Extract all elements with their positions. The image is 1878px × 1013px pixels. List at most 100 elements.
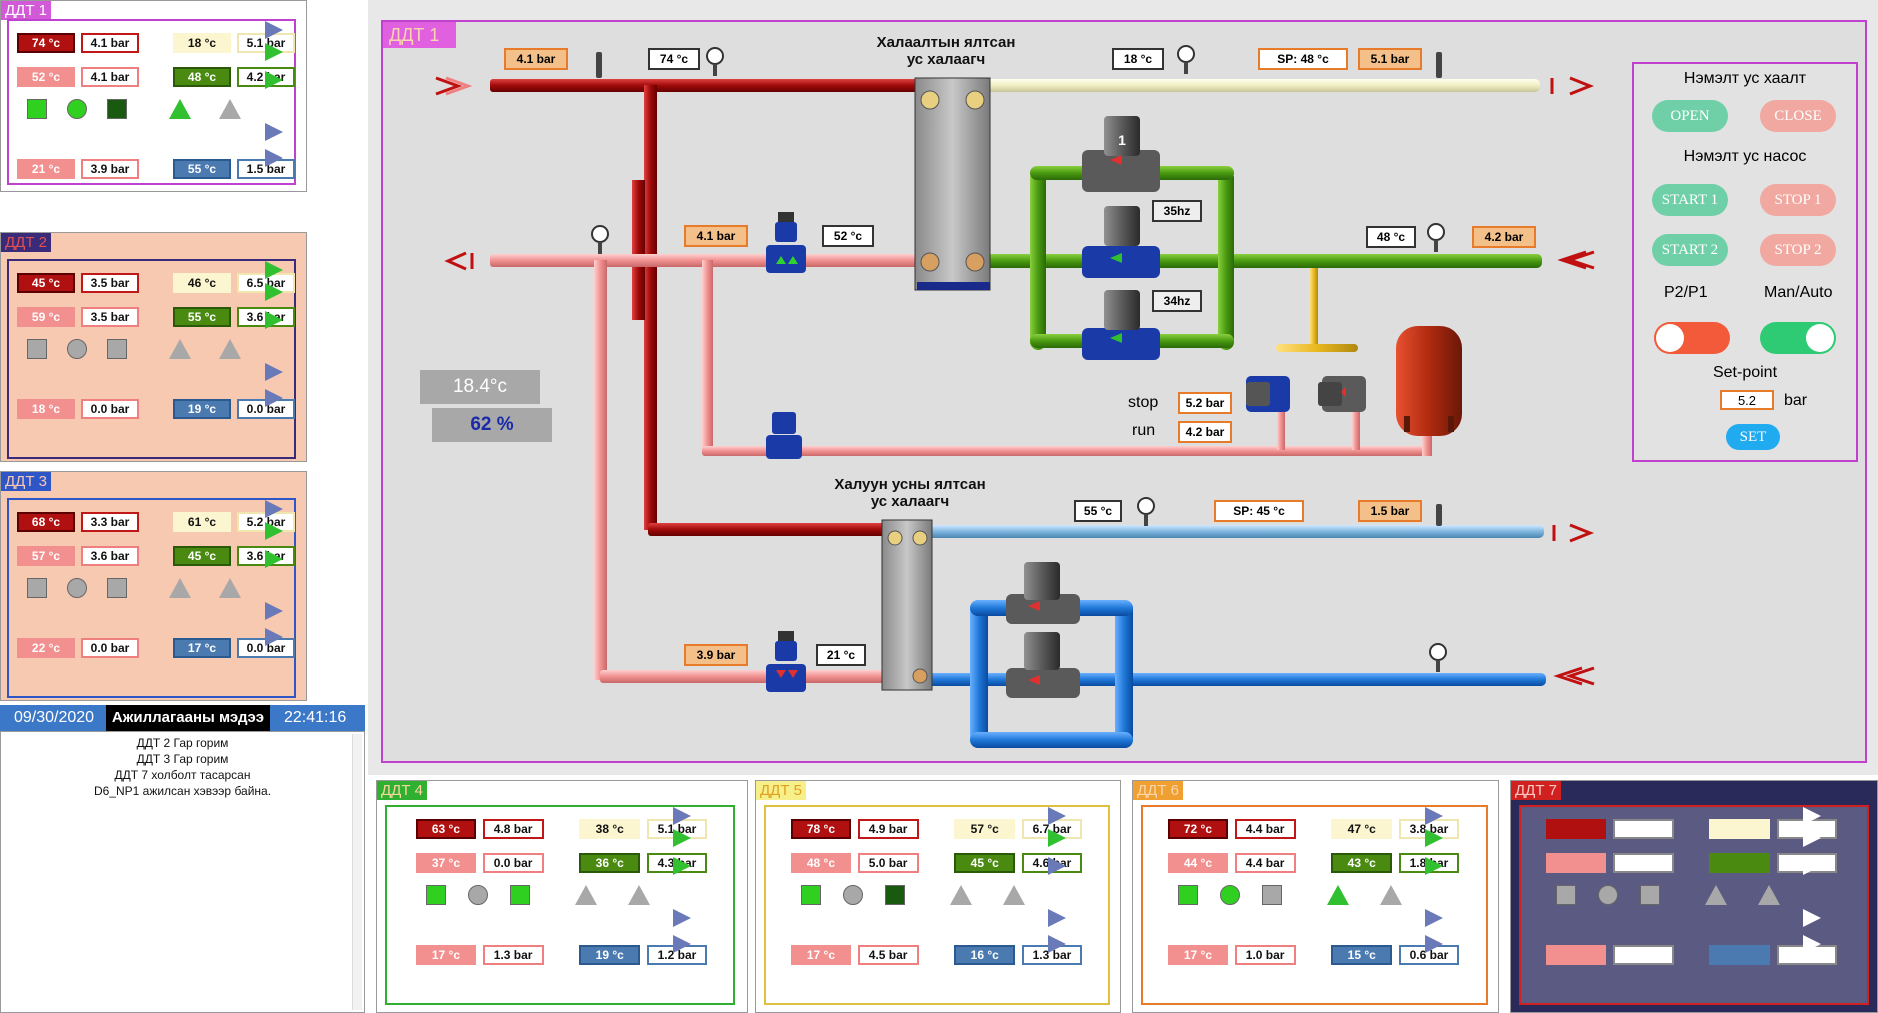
run-arrow-icon[interactable] [673, 935, 691, 953]
supply-riser-branch [632, 180, 645, 320]
valve-percent-display: 62 % [432, 408, 552, 442]
run-arrow-icon[interactable] [1803, 935, 1821, 953]
run-arrow-icon[interactable] [1803, 807, 1821, 825]
run-arrow-icon[interactable] [1803, 857, 1821, 875]
run-arrow-icon[interactable] [1425, 829, 1443, 847]
makeup-pump-1 [1246, 376, 1290, 412]
run-arrow-icon[interactable] [1425, 909, 1443, 927]
setpoint-unit: bar [1784, 392, 1808, 409]
temperature-value: 72 °c [1167, 819, 1229, 839]
run-arrow-icon[interactable] [265, 602, 283, 620]
stop-label: stop [1128, 394, 1159, 411]
panel-inner [7, 259, 296, 459]
temperature-value: 18 °c [173, 33, 231, 53]
stop2-button[interactable]: STOP 2 [1760, 234, 1836, 266]
pressure-value: 4.1 bar [81, 33, 139, 53]
run-arrow-icon[interactable] [265, 123, 283, 141]
return-temp-tag: 52 °c [822, 225, 874, 247]
status-title: Ажиллагааны мэдээ [106, 705, 270, 731]
run-label: run [1132, 422, 1156, 439]
event-log[interactable]: ДДТ 2 Гар горим ДДТ 3 Гар горим ДДТ 7 хо… [0, 731, 365, 1013]
pressure-value [1612, 945, 1674, 965]
manauto-toggle[interactable] [1760, 322, 1836, 354]
run-arrow-icon[interactable] [1048, 857, 1066, 875]
temperature-value: 48 °c [173, 67, 231, 87]
status-square-indicator [801, 885, 821, 905]
status-circle-indicator [67, 339, 87, 359]
run-arrow-icon[interactable] [265, 311, 283, 329]
ddt7-panel[interactable]: ДДТ 7 [1510, 780, 1878, 1013]
start2-button[interactable]: START 2 [1652, 234, 1728, 266]
run-arrow-icon[interactable] [673, 829, 691, 847]
run-arrow-icon[interactable] [265, 283, 283, 301]
p2p1-toggle[interactable] [1654, 322, 1730, 354]
temperature-value: 61 °c [173, 512, 231, 532]
supply-pressure-tag: 4.1 bar [504, 48, 568, 70]
run-arrow-icon[interactable] [265, 43, 283, 61]
temperature-value: 48 °c [790, 853, 852, 873]
status-square-indicator [107, 339, 127, 359]
stop1-button[interactable]: STOP 1 [1760, 184, 1836, 216]
supply-riser [644, 85, 657, 530]
run-arrow-icon[interactable] [265, 71, 283, 89]
run-arrow-icon[interactable] [265, 261, 283, 279]
temperature-value: 45 °c [954, 853, 1016, 873]
makeup-v [1310, 268, 1318, 350]
temperature-value: 22 °c [17, 638, 75, 658]
run-arrow-icon[interactable] [1048, 829, 1066, 847]
status-triangle-indicator [219, 99, 241, 119]
pressure-gauge [706, 47, 724, 76]
run-arrow-icon[interactable] [673, 857, 691, 875]
setpoint-input[interactable] [1720, 390, 1774, 410]
status-triangle-indicator [627, 885, 650, 905]
run-arrow-icon[interactable] [1803, 909, 1821, 927]
temperature-value: 21 °c [17, 159, 75, 179]
run-arrow-icon[interactable] [1048, 935, 1066, 953]
pressure-value: 1.0 bar [1234, 945, 1296, 965]
status-square-indicator [426, 885, 446, 905]
run-arrow-icon[interactable] [1425, 935, 1443, 953]
temperature-value: 45 °c [17, 273, 75, 293]
hw-pump-2 [1006, 632, 1080, 698]
run-arrow-icon[interactable] [265, 149, 283, 167]
run-arrow-icon[interactable] [1048, 807, 1066, 825]
run-arrow-icon[interactable] [265, 522, 283, 540]
run-arrow-icon[interactable] [265, 550, 283, 568]
run-arrow-icon[interactable] [1425, 857, 1443, 875]
run-arrow-icon[interactable] [673, 909, 691, 927]
temperature-value: 17 °c [1167, 945, 1229, 965]
run-arrow-icon[interactable] [1048, 909, 1066, 927]
run-arrow-icon[interactable] [265, 628, 283, 646]
pressure-value [1612, 819, 1674, 839]
supply-lower [648, 523, 906, 536]
run-arrow-icon[interactable] [673, 807, 691, 825]
status-square-indicator [107, 578, 127, 598]
pressure-value: 4.9 bar [857, 819, 919, 839]
open-button[interactable]: OPEN [1652, 100, 1728, 132]
run-arrow-icon[interactable] [265, 389, 283, 407]
temperature-value: 57 °c [17, 546, 75, 566]
temperature-value: 44 °c [1167, 853, 1229, 873]
pressure-gauge [1427, 223, 1445, 252]
set-button[interactable]: SET [1726, 424, 1780, 450]
log-scrollbar[interactable] [352, 734, 362, 1010]
run-arrow-icon[interactable] [265, 500, 283, 518]
status-triangle-indicator [1327, 885, 1350, 905]
run-arrow-icon[interactable] [1425, 807, 1443, 825]
start1-button[interactable]: START 1 [1652, 184, 1728, 216]
close-button[interactable]: CLOSE [1760, 100, 1836, 132]
run-arrow-icon[interactable] [265, 21, 283, 39]
run-arrow-icon[interactable] [1803, 829, 1821, 847]
log-line: D6_NP1 ажилсан хэвээр байна. [93, 784, 272, 798]
run-arrow-icon[interactable] [265, 363, 283, 381]
pressure-value: 1.3 bar [1021, 945, 1083, 965]
status-triangle-indicator [575, 885, 598, 905]
